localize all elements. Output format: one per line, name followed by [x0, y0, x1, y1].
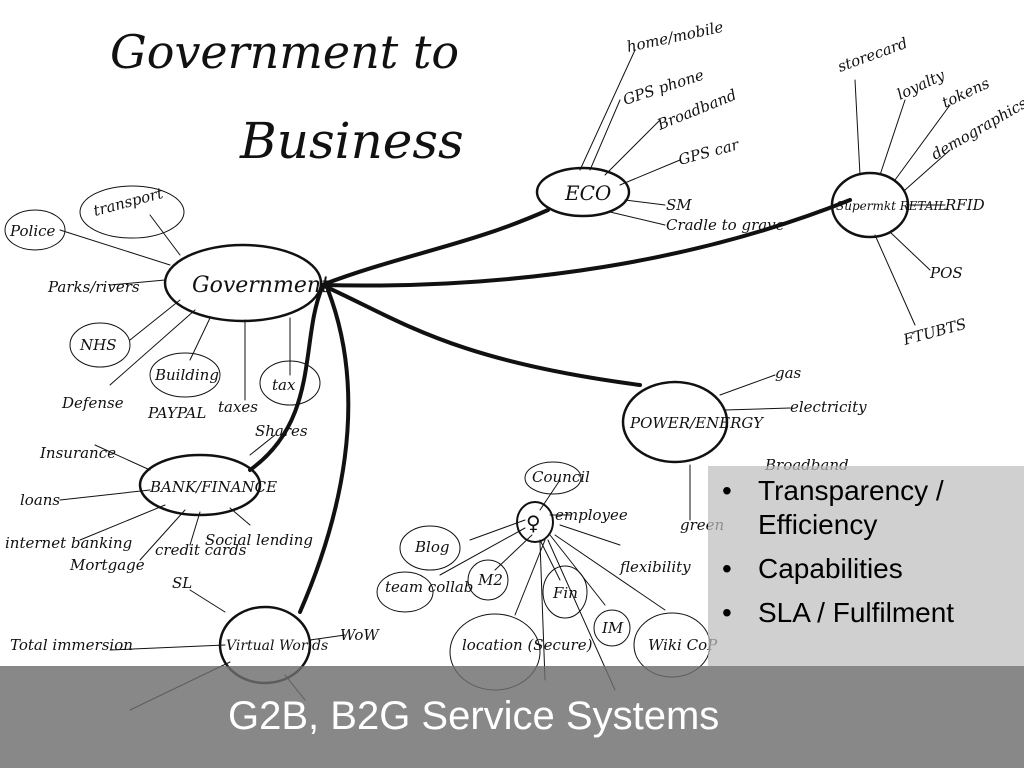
bullet-item: • Transparency / Efficiency: [718, 474, 1014, 542]
branch-label: Total immersion: [10, 636, 133, 654]
branch-label: SL: [172, 574, 192, 592]
branch-label: Building: [154, 366, 219, 384]
branch-label: Defense: [61, 394, 124, 412]
branch-label: PAYPAL: [147, 404, 206, 422]
branch-label: tax: [272, 376, 296, 394]
bullet-text: Capabilities: [758, 553, 903, 584]
branch-label: Insurance: [39, 444, 116, 462]
branch-label: Social lending: [205, 531, 313, 549]
branch-label: electricity: [790, 398, 867, 416]
bullet-text: Transparency / Efficiency: [758, 475, 944, 540]
branch-label: Blog: [414, 538, 449, 556]
bullet-dot-icon: •: [722, 553, 732, 584]
branch-label: internet banking: [5, 534, 132, 552]
hub-power-label: POWER/ENERGY: [629, 414, 765, 432]
bullet-text: SLA / Fulfilment: [758, 597, 955, 628]
branch-label: employee: [555, 506, 628, 524]
branch-label: home/mobile: [625, 18, 725, 56]
branch-label: transport: [91, 184, 165, 220]
branch-label: Fin: [552, 584, 578, 602]
branch-label: Mortgage: [69, 556, 145, 574]
hub-retail-label: Supermkt RETAIL: [836, 199, 946, 213]
branch-label: storecard: [835, 34, 910, 76]
slide-title: G2B, B2G Service Systems: [228, 694, 720, 738]
hub-person-label: ♀: [526, 511, 541, 535]
branch-label: Cradle to grave: [666, 216, 785, 234]
diagram-heading-line1: Government to: [110, 25, 459, 79]
branch-label: Council: [532, 468, 590, 486]
branch-label: taxes: [218, 398, 258, 416]
branch-label: loans: [20, 491, 60, 509]
bullet-dot-icon: •: [722, 597, 732, 628]
branch-label: tokens: [939, 74, 993, 112]
branch-label: RFID: [944, 196, 985, 214]
branch-label: POS: [929, 264, 963, 282]
branch-label: Police: [9, 222, 56, 240]
bullet-panel: • Transparency / Efficiency • Capabilities…: [708, 466, 1024, 666]
branch-label: IM: [601, 619, 624, 637]
branch-label: NHS: [79, 336, 116, 354]
branch-label: SM: [666, 196, 692, 214]
branch-label: Wiki CoP: [648, 636, 718, 654]
branch-label: Shares: [255, 422, 308, 440]
branch-label: location (Secure): [462, 636, 593, 654]
bullet-list: • Transparency / Efficiency • Capabilities…: [718, 474, 1014, 630]
hub-bank-label: BANK/FINANCE: [149, 478, 277, 496]
bullet-item: • Capabilities: [718, 552, 1014, 586]
bullet-item: • SLA / Fulfilment: [718, 596, 1014, 630]
branch-label: flexibility: [619, 558, 691, 576]
hub-government-label: Government: [192, 273, 330, 298]
diagram-heading-line2: Business: [239, 112, 464, 170]
branch-label: team collab: [385, 578, 473, 596]
branch-label: credit cards: [155, 541, 247, 559]
hub-eco-label: ECO: [564, 181, 611, 205]
hub-virtual-label: Virtual Worlds: [226, 638, 328, 654]
title-banner: G2B, B2G Service Systems: [0, 666, 1024, 768]
branch-label: FTUBTS: [900, 315, 968, 349]
branch-label: WoW: [340, 626, 380, 644]
branch-label: GPS car: [676, 135, 741, 169]
branch-label: Parks/rivers: [47, 278, 140, 296]
branch-label: M2: [477, 571, 503, 589]
bullet-dot-icon: •: [722, 475, 732, 506]
branch-label: gas: [775, 364, 802, 382]
